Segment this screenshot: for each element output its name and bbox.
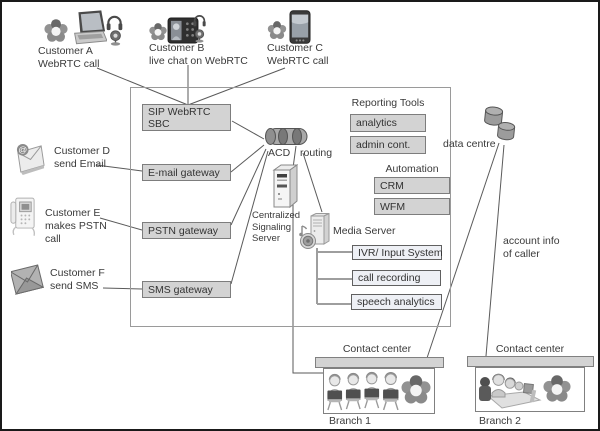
sms-gateway-box: SMS gateway: [142, 281, 231, 298]
acd-cylinders-icon: [265, 128, 308, 145]
headset-icon: [192, 12, 207, 28]
flower-icon: [543, 375, 571, 403]
customer-c-label: Customer C WebRTC call: [267, 42, 328, 68]
customer-a-desc: WebRTC call: [38, 58, 100, 70]
database-cylinder-icon: [484, 106, 504, 126]
laptop-icon: [74, 10, 107, 45]
customer-a-label: Customer A WebRTC call: [38, 45, 99, 71]
customer-e-desc2: call: [45, 233, 61, 245]
ivr-input-system-box: IVR/ Input System: [352, 245, 443, 260]
admin-cont-box: admin cont.: [350, 136, 426, 154]
customer-f-label: Customer F send SMS: [50, 267, 105, 293]
flower-icon: [149, 22, 167, 42]
flower-icon: [267, 21, 287, 40]
headset-icon: [105, 12, 124, 32]
email-icon: @: [16, 143, 45, 175]
webcam-icon: [193, 29, 206, 43]
core-system-boundary: [130, 87, 451, 327]
signaling-line1: Centralized: [252, 210, 301, 221]
reporting-tools-title: Reporting Tools: [351, 97, 425, 109]
sbc-line1: SIP WebRTC: [148, 106, 211, 118]
pstn-gateway-box: PSTN gateway: [142, 222, 231, 239]
customer-e-desc: makes PSTN: [45, 220, 107, 232]
customer-b-desc: live chat on WebRTC: [149, 55, 248, 67]
contact-center-roof-branch2: [467, 356, 594, 367]
customer-f-name: Customer F: [50, 267, 105, 279]
customer-d-desc: send Email: [54, 158, 106, 170]
branch2-label: Branch 2: [479, 415, 522, 427]
webcam-icon: [108, 30, 123, 46]
email-gateway-box: E-mail gateway: [142, 164, 231, 181]
flower-icon: [401, 375, 431, 405]
automation-title: Automation: [385, 163, 439, 175]
contact-center-roof-branch1: [315, 357, 444, 368]
database-cylinder-icon: [497, 122, 516, 141]
media-server-label: Media Server: [333, 225, 396, 237]
signaling-line3: Server: [252, 233, 280, 244]
customer-c-name: Customer C: [267, 42, 324, 54]
branch1-label: Branch 1: [329, 415, 372, 427]
customer-d-label: Customer D send Email: [54, 145, 110, 171]
customer-d-name: Customer D: [54, 145, 111, 157]
customer-f-desc: send SMS: [50, 280, 99, 292]
envelope-icon: [11, 264, 44, 295]
flower-icon: [44, 19, 68, 43]
speech-analytics-box: speech analytics: [351, 294, 442, 310]
analytics-box: analytics: [350, 114, 426, 132]
customer-b-label: Customer B live chat on WebRTC: [149, 42, 248, 68]
acd-label: ACD: [268, 147, 291, 159]
account-info-label: account info of caller: [503, 235, 560, 261]
agents-icon: [479, 373, 542, 409]
sbc-line2: SBC: [148, 118, 170, 130]
customer-b-name: Customer B: [149, 42, 205, 54]
smartphone-icon: [289, 10, 311, 44]
media-server-icon: [299, 213, 330, 249]
routing-label: routing: [300, 147, 333, 159]
media-player-icon: [167, 17, 199, 44]
account-info-line1: account info: [503, 235, 560, 247]
call-recording-box: call recording: [352, 270, 441, 286]
customer-e-name: Customer E: [45, 207, 101, 219]
account-info-line2: of caller: [503, 248, 540, 260]
customer-e-label: Customer E makes PSTN call: [45, 207, 107, 246]
customer-a-name: Customer A: [38, 45, 93, 57]
crm-box: CRM: [374, 177, 450, 194]
contact-center-title-branch1: Contact center: [342, 343, 412, 355]
wfm-box: WFM: [374, 198, 450, 215]
agents-icon: [326, 371, 400, 411]
contact-center-title-branch2: Contact center: [495, 343, 565, 355]
signaling-line2: Signaling: [252, 221, 292, 233]
svg-text:@: @: [18, 145, 27, 155]
customer-c-desc: WebRTC call: [267, 55, 329, 67]
signaling-server-label: Centralized Signaling Server: [252, 210, 300, 245]
desk-phone-icon: [10, 197, 36, 236]
sip-webrtc-sbc-box: SIP WebRTC SBC: [142, 104, 231, 131]
data-centre-label: data centre: [443, 138, 496, 150]
tower-server-icon: [272, 164, 298, 209]
